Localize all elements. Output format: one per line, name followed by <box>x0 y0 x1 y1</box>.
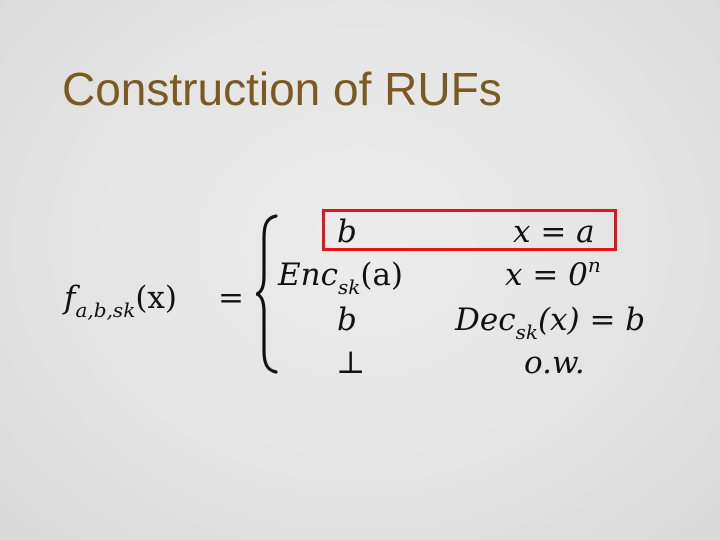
lhs-argument: (x) <box>135 280 177 316</box>
highlight-box <box>322 209 617 251</box>
dec-name: Dec <box>455 302 516 338</box>
lhs-function: f <box>64 280 76 316</box>
case-4-condition: o.w. <box>524 345 585 381</box>
case-2-condition-main: x = 0 <box>505 257 588 293</box>
case-2-condition-exponent: n <box>587 253 601 277</box>
enc-argument: (a) <box>360 257 404 293</box>
curly-brace <box>256 214 278 374</box>
formula-lhs: fa,b,sk(x) <box>64 280 177 322</box>
lhs-subscript: a,b,sk <box>75 298 136 322</box>
case-2-value: Encsk(a) <box>278 257 404 299</box>
case-3-value: b <box>337 302 357 338</box>
case-3-condition: Decsk(x) = b <box>455 302 646 344</box>
enc-subscript: sk <box>337 275 361 299</box>
slide-title: Construction of RUFs <box>62 63 502 115</box>
equals-sign: = <box>218 280 244 316</box>
dec-subscript: sk <box>515 320 538 344</box>
case-2-condition: x = 0n <box>505 253 601 296</box>
case-4-value: ⊥ <box>336 345 366 381</box>
case-1-value: b <box>337 214 357 250</box>
dec-argument: (x) = b <box>537 302 646 338</box>
enc-name: Enc <box>278 257 338 293</box>
case-1-condition: x = a <box>513 214 595 250</box>
